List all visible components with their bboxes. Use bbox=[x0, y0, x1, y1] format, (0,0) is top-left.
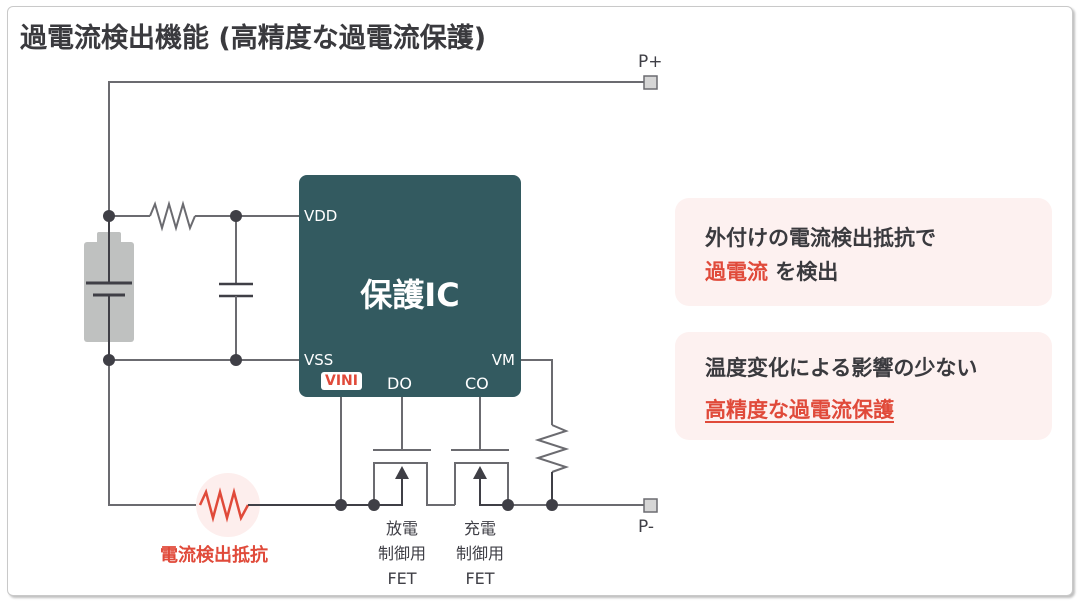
discharge-fet-label: 放電 制御用 FET bbox=[367, 516, 437, 591]
sense-resistor-label: 電流検出抵抗 bbox=[160, 545, 268, 566]
discharge-fet-icon bbox=[373, 397, 455, 506]
info-card-precision: 温度変化による影響の少ない 高精度な過電流保護 bbox=[675, 332, 1052, 440]
card-line-2: 過電流 を検出 bbox=[705, 256, 838, 286]
pin-do: DO bbox=[387, 374, 412, 393]
charge-fet-label: 充電 制御用 FET bbox=[445, 516, 515, 591]
capacitor-icon bbox=[219, 216, 253, 360]
card-line-1: 外付けの電流検出抵抗で bbox=[705, 226, 936, 250]
charge-fet-icon bbox=[451, 397, 509, 506]
pin-vss: VSS bbox=[304, 351, 334, 369]
fet-label-line: FET bbox=[465, 569, 495, 588]
fet-label-line: 充電 bbox=[463, 519, 496, 538]
fet-label-line: 放電 bbox=[385, 519, 418, 538]
protection-ic: 保護IC VDD VSS VM DO CO VINI bbox=[299, 175, 521, 397]
vini-badge: VINI bbox=[321, 372, 362, 390]
pin-vm: VM bbox=[491, 351, 515, 369]
sense-resistor-icon bbox=[198, 487, 250, 523]
terminal-p-minus bbox=[643, 498, 658, 513]
pin-vdd: VDD bbox=[304, 207, 338, 225]
terminal-p-minus-label: P- bbox=[638, 517, 655, 537]
card-line-1: 温度変化による影響の少ない bbox=[705, 356, 978, 380]
card-highlight: 過電流 bbox=[705, 260, 768, 284]
resistor-icon bbox=[149, 200, 196, 232]
wire-top-rail bbox=[108, 81, 645, 216]
sense-resistor-highlight bbox=[196, 473, 260, 537]
terminal-p-plus bbox=[643, 75, 658, 90]
terminal-p-plus-label: P+ bbox=[638, 52, 663, 72]
page-title: 過電流検出機能 (高精度な過電流保護) bbox=[20, 23, 487, 54]
ic-name: 保護IC bbox=[360, 276, 460, 314]
battery-icon bbox=[84, 216, 134, 360]
info-card-detection: 外付けの電流検出抵抗で 過電流 を検出 bbox=[675, 198, 1052, 306]
fet-label-line: FET bbox=[387, 569, 417, 588]
card-highlight: 高精度な過電流保護 bbox=[705, 398, 894, 422]
card-rest: を検出 bbox=[768, 260, 839, 284]
fet-label-line: 制御用 bbox=[377, 544, 426, 563]
vm-resistor-icon bbox=[534, 424, 570, 473]
fet-label-line: 制御用 bbox=[455, 544, 504, 563]
pin-co: CO bbox=[465, 374, 489, 393]
